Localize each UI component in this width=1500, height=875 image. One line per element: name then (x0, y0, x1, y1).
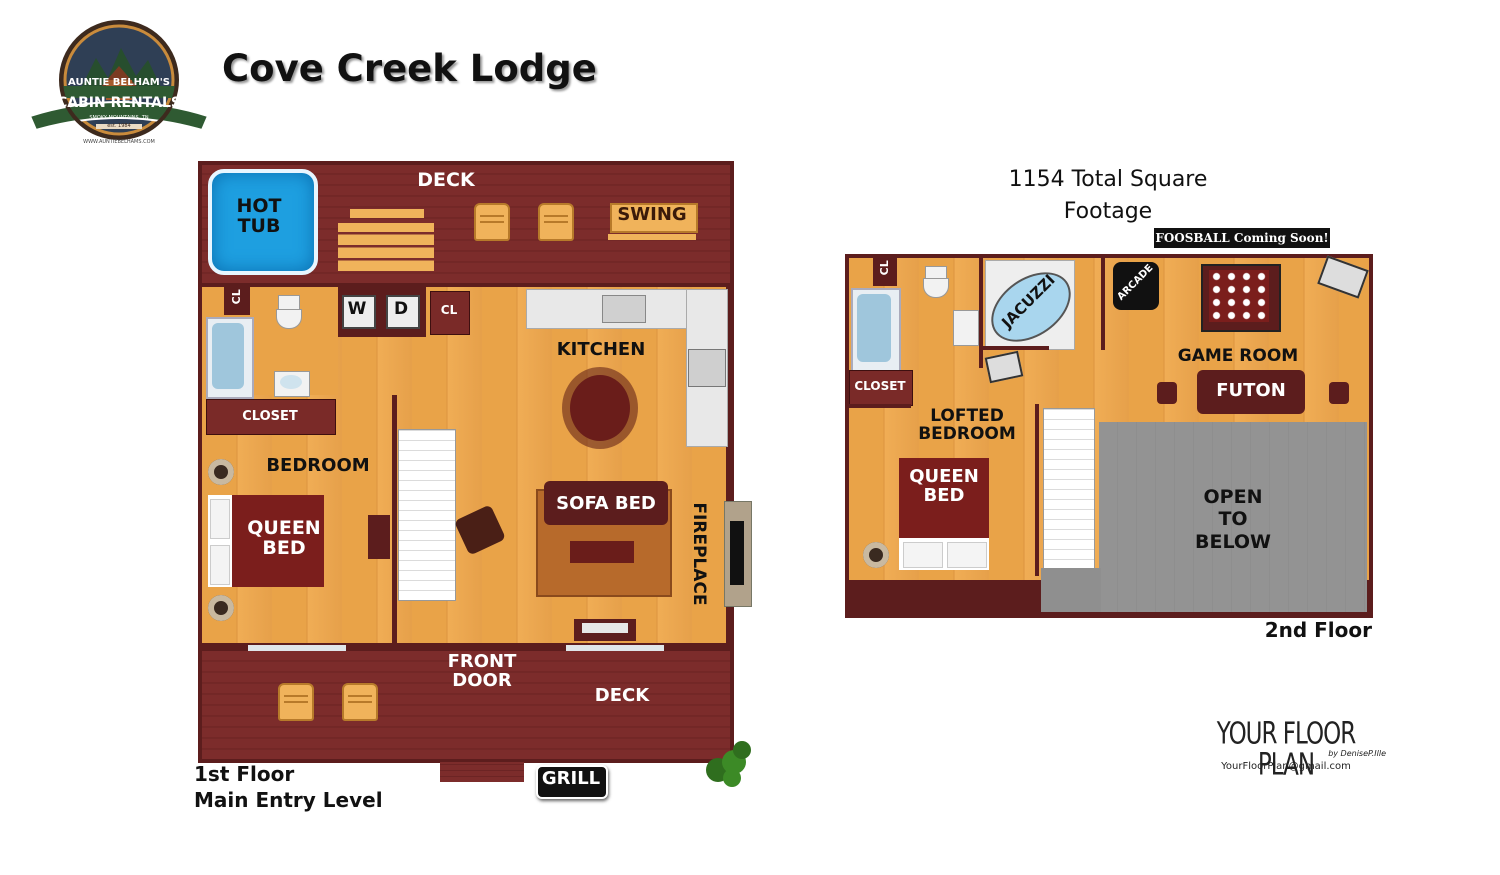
desk-chair (368, 515, 390, 559)
credit-by: by DeniseP.Ille (1328, 749, 1386, 758)
washer-label: W (347, 299, 367, 319)
deck-chair (342, 683, 378, 721)
sofa-bed-label: SOFA BED (556, 493, 656, 514)
upper-stairs (1043, 408, 1095, 570)
upper-sink (953, 310, 979, 346)
game-chair (1329, 382, 1349, 404)
bottom-deck-label: DECK (594, 685, 650, 706)
kitchen-sink (602, 295, 646, 323)
laundry-closet-label: CL (440, 303, 458, 317)
bath-closet-label: CL (230, 289, 244, 305)
second-floor-caption: 2nd Floor (1264, 618, 1372, 642)
grill (536, 765, 608, 799)
bath-closet (224, 287, 250, 315)
square-footage: 1154 Total Square Footage (1008, 167, 1208, 224)
closet-label: CLOSET (242, 409, 298, 424)
upper-queen-bed-label: QUEEN BED (909, 466, 979, 506)
foosball-note: FOOSBALL Coming Soon! (1154, 228, 1330, 248)
laundry-closet (430, 291, 470, 335)
logo-line-1: AUNTIE BELHAM'S (68, 77, 170, 88)
logo-line-3: SMOKY MOUNTAINS, TN (89, 115, 149, 121)
washer (342, 295, 376, 329)
closet (206, 399, 336, 435)
window (248, 645, 346, 651)
nightstand-lamp (208, 595, 234, 621)
swing-label: SWING (617, 204, 687, 225)
first-floor-plan: HOT TUB DECK SWING CL W D CL KITCHEN CLO… (198, 161, 752, 763)
logo-line-4: est. 1984 (96, 123, 142, 130)
upper-queen-bed (899, 458, 989, 538)
lofted-bedroom-label: LOFTED BEDROOM (918, 406, 1016, 444)
upper-cl-label: CL (878, 260, 892, 276)
first-floor-caption: 1st Floor (194, 762, 295, 786)
coffee-table (570, 541, 634, 563)
entry-step (440, 762, 524, 782)
nightstand-lamp (208, 459, 234, 485)
logo-line-2: CABIN RENTALS (57, 95, 181, 111)
futon-label: FUTON (1216, 380, 1286, 401)
logo-line-5: WWW.AUNTIEBELHAMS.COM (83, 139, 155, 145)
grill-label: GRILL (541, 768, 601, 789)
top-deck-label: DECK (417, 169, 475, 191)
page-title: Cove Creek Lodge (222, 47, 597, 90)
picnic-table (350, 209, 424, 218)
futon (1197, 370, 1305, 414)
shrub-icon (702, 740, 756, 788)
credit-email: YourFloorPlan@gmail.com (1221, 761, 1351, 772)
open-to-below-label: OPEN TO BELOW (1195, 486, 1271, 553)
arcade-machine (1113, 262, 1159, 310)
deck-chair (538, 203, 574, 241)
deck-chair (474, 203, 510, 241)
company-logo: AUNTIE BELHAM'S CABIN RENTALS SMOKY MOUN… (26, 18, 212, 153)
game-room-label: GAME ROOM (1177, 346, 1299, 366)
upper-closet-small (873, 258, 897, 286)
queen-bed-label: QUEEN BED (247, 517, 321, 559)
kitchen-label: KITCHEN (556, 339, 646, 360)
bedroom-label: BEDROOM (266, 455, 370, 476)
open-to-below (1099, 422, 1367, 612)
dining-table (570, 375, 630, 441)
game-chair (1157, 382, 1177, 404)
hot-tub (208, 169, 318, 275)
credit-brand: YOUR FLOOR PLAN (1216, 717, 1356, 783)
first-floor-subcaption: Main Entry Level (194, 788, 383, 812)
fireplace-label: FIREPLACE (688, 502, 709, 606)
hot-tub-label: HOT TUB (236, 195, 282, 237)
stairs (398, 429, 456, 601)
stove (688, 349, 726, 387)
upper-nightstand-lamp (863, 542, 889, 568)
queen-bed (232, 495, 324, 587)
sofa-bed (544, 481, 668, 525)
deck-chair (278, 683, 314, 721)
window (566, 645, 664, 651)
upper-closet-label: CLOSET (854, 379, 906, 393)
dryer-label: D (393, 299, 409, 319)
front-door-label: FRONT DOOR (447, 651, 517, 691)
second-floor-plan: CL JACUZZI ARCADE GAME ROOM FUTON CLOSET… (845, 254, 1373, 618)
dryer (386, 295, 420, 329)
porch-swing (610, 203, 698, 233)
